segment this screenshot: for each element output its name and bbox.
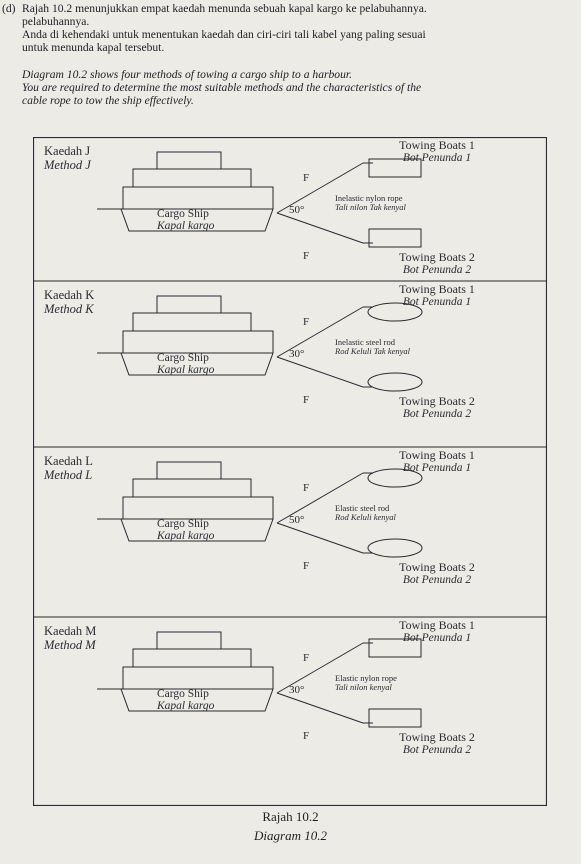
- method-label-malay: Kaedah J: [44, 144, 90, 158]
- force-label-lower: F: [303, 250, 309, 262]
- towing-boat-1-label-malay: Bot Penunda 1: [403, 152, 471, 164]
- towing-boat-1: [368, 638, 422, 658]
- towing-boat-2: [367, 372, 423, 392]
- question-label: (d): [2, 2, 16, 15]
- ship-lower-deck: [122, 666, 274, 690]
- method-label-malay: Kaedah M: [44, 624, 96, 638]
- tow-rope-upper: [276, 472, 364, 524]
- tow-rope-lower: [276, 356, 364, 388]
- rope-label-english: Elastic steel rod: [335, 503, 390, 513]
- force-label-upper: F: [303, 652, 309, 664]
- angle-label: 50°: [289, 204, 304, 216]
- angle-label: 30°: [289, 348, 304, 360]
- force-label-upper: F: [303, 172, 309, 184]
- ship-label-english: Cargo Ship: [157, 352, 209, 364]
- tow-rope-upper: [276, 642, 364, 694]
- ship-top-deck: [156, 151, 222, 170]
- malay-instruction-line-3: Anda di kehendaki untuk menentukan kaeda…: [22, 28, 426, 41]
- towing-boat-1-label: Towing Boats 1: [399, 448, 475, 462]
- towing-boat-2-label-malay: Bot Penunda 2: [403, 264, 472, 276]
- malay-instruction-line-2: pelabuhannya.: [22, 15, 90, 28]
- force-label-lower: F: [303, 394, 309, 406]
- towing-boat-1-label-malay: Bot Penunda 1: [403, 462, 471, 474]
- ship-lower-deck: [122, 330, 274, 354]
- malay-instruction-line-1: Rajah 10.2 menunjukkan empat kaedah menu…: [22, 2, 427, 15]
- caption-english: Diagram 10.2: [254, 828, 327, 843]
- tow-rope-lower: [276, 212, 364, 244]
- ship-label-english: Cargo Ship: [157, 688, 209, 700]
- towing-boat-1-label-malay: Bot Penunda 1: [403, 632, 471, 644]
- english-instruction-line-2: You are required to determine the most s…: [22, 81, 422, 94]
- towing-boat-1-label: Towing Boats 1: [399, 618, 475, 632]
- towing-boat-1: [368, 158, 422, 178]
- method-label-english: Method M: [43, 638, 96, 652]
- ship-label-malay: Kapal kargo: [156, 364, 215, 376]
- tow-rope-lower: [276, 522, 364, 554]
- ship-lower-deck: [122, 496, 274, 520]
- angle-label: 30°: [289, 684, 304, 696]
- english-instruction-line-1: Diagram 10.2 shows four methods of towin…: [22, 68, 353, 81]
- force-label-upper: F: [303, 482, 309, 494]
- towing-boat-2-label: Towing Boats 2: [399, 394, 475, 408]
- method-label-malay: Kaedah K: [44, 288, 94, 302]
- force-label-lower: F: [303, 730, 309, 742]
- tow-rope-lower: [276, 692, 364, 724]
- rope-label-english: Inelastic steel rod: [335, 337, 396, 347]
- rope-label-malay: Rod Keluli Tak kenyal: [334, 346, 411, 356]
- towing-boat-1-label: Towing Boats 1: [399, 282, 475, 296]
- method-label-english: Method J: [43, 158, 92, 172]
- towing-boat-2-label: Towing Boats 2: [399, 560, 475, 574]
- towing-boat-1-label-malay: Bot Penunda 1: [403, 296, 471, 308]
- force-label-lower: F: [303, 560, 309, 572]
- towing-boat-2-label-malay: Bot Penunda 2: [403, 574, 472, 586]
- ship-lower-deck: [122, 186, 274, 210]
- towing-boat-1: [367, 302, 423, 322]
- ship-label-english: Cargo Ship: [157, 518, 209, 530]
- ship-middle-deck: [132, 312, 252, 332]
- towing-boat-2-label: Towing Boats 2: [399, 730, 475, 744]
- tow-rope-upper: [276, 306, 364, 358]
- method-label-english: Method L: [43, 468, 92, 482]
- malay-instruction-line-4: untuk menunda kapal tersebut.: [22, 41, 165, 54]
- rope-label-english: Elastic nylon rope: [335, 673, 397, 683]
- ship-label-malay: Kapal kargo: [156, 530, 215, 542]
- towing-boat-1-label: Towing Boats 1: [399, 138, 475, 152]
- towing-boat-2-label: Towing Boats 2: [399, 250, 475, 264]
- ship-top-deck: [156, 631, 222, 650]
- rope-label-malay: Tali nilon kenyal: [335, 682, 392, 692]
- towing-boat-2: [367, 538, 423, 558]
- ship-label-malay: Kapal kargo: [156, 700, 215, 712]
- english-instruction-line-3: cable rope to tow the ship effectively.: [22, 94, 194, 107]
- method-label-english: Method K: [43, 302, 94, 316]
- towing-boat-1: [367, 468, 423, 488]
- towing-boat-2-label-malay: Bot Penunda 2: [403, 408, 472, 420]
- ship-label-malay: Kapal kargo: [156, 220, 215, 232]
- ship-middle-deck: [132, 478, 252, 498]
- force-label-upper: F: [303, 316, 309, 328]
- towing-boat-2: [368, 228, 422, 248]
- method-label-malay: Kaedah L: [44, 454, 93, 468]
- caption-malay: Rajah 10.2: [262, 809, 319, 824]
- diagram-frame: [33, 137, 547, 806]
- rope-label-malay: Rod Keluli kenyal: [334, 512, 397, 522]
- angle-label: 50°: [289, 514, 304, 526]
- tow-rope-upper: [276, 162, 364, 214]
- ship-top-deck: [156, 295, 222, 314]
- ship-top-deck: [156, 461, 222, 480]
- ship-middle-deck: [132, 648, 252, 668]
- rope-label-english: Inelastic nylon rope: [335, 193, 403, 203]
- ship-middle-deck: [132, 168, 252, 188]
- towing-boat-2-label-malay: Bot Penunda 2: [403, 744, 472, 756]
- ship-label-english: Cargo Ship: [157, 208, 209, 220]
- rope-label-malay: Tali nilon Tak kenyal: [335, 202, 407, 212]
- towing-boat-2: [368, 708, 422, 728]
